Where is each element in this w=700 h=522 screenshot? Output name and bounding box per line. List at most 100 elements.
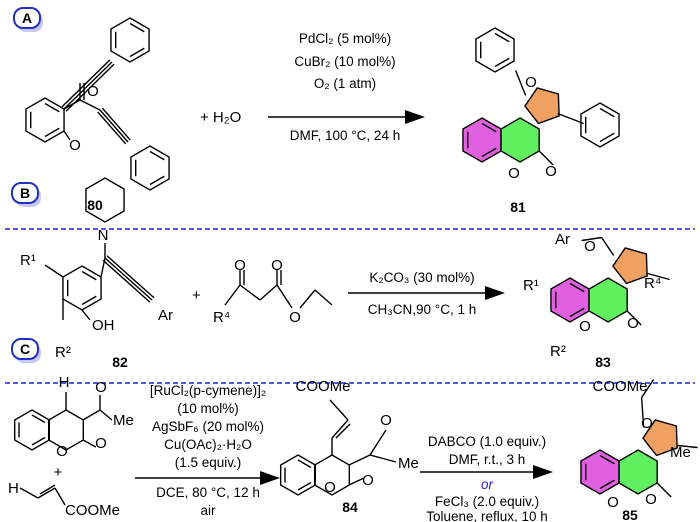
atom-n: N: [98, 227, 109, 244]
atom-me: Me: [398, 455, 419, 472]
furan-ring: [612, 247, 648, 285]
arrow-a: [268, 110, 425, 124]
condition: K₂CO₃ (30 mol%): [369, 270, 474, 285]
bond: [259, 284, 278, 301]
atom-o: O: [87, 83, 99, 100]
bond: [331, 419, 349, 439]
atom-ar: Ar: [158, 307, 173, 324]
atom-me: Me: [113, 412, 134, 429]
pyranone-ring: [618, 449, 658, 495]
condition: DCE, 80 °C, 12 h: [156, 485, 260, 500]
atom-coome: COOMe: [295, 378, 350, 395]
furan-ring: [642, 419, 678, 457]
double-bond: [129, 22, 145, 33]
atom-r1: R¹: [20, 252, 36, 269]
atom-o: O: [95, 379, 107, 396]
atom-o: O: [69, 137, 81, 154]
double-bond: [297, 481, 312, 491]
condition: DMF, r.t., 3 h: [449, 452, 526, 467]
plus-sign: +: [54, 464, 63, 481]
atom-ar: Ar: [555, 231, 570, 248]
atom-o: O: [362, 472, 374, 489]
benzene-ring: [550, 277, 590, 323]
double-bond: [481, 122, 497, 133]
condition: AgSbF₆ (20 mol%): [152, 419, 264, 434]
triple-bond: [104, 257, 153, 301]
double-bond: [297, 459, 312, 469]
atom-o: O: [645, 491, 657, 508]
svg-text:A: A: [22, 10, 32, 26]
pyranone-ring: [588, 277, 628, 323]
atom-o: O: [271, 257, 283, 274]
bond: [329, 399, 349, 421]
svg-text:C: C: [20, 341, 30, 357]
bond: [276, 284, 293, 309]
double-bond: [481, 147, 497, 158]
triple-bond: [65, 63, 115, 112]
triple-bond: [102, 259, 151, 303]
double-bond: [149, 175, 165, 186]
atom-r2: R²: [550, 343, 566, 360]
bond: [581, 236, 602, 242]
atom-o: O: [380, 412, 392, 429]
bond: [82, 409, 101, 421]
water-reagent: + H₂O: [200, 109, 241, 126]
piperidine-ring: [85, 177, 125, 223]
compound-number-82: 82: [112, 354, 128, 370]
double-bond: [599, 454, 615, 465]
condition: Cu(OAc)₂·H₂O: [164, 437, 252, 452]
bond: [224, 284, 241, 306]
plus-sign: +: [192, 287, 201, 304]
compound-number-80: 80: [87, 197, 103, 213]
double-bond: [149, 150, 165, 161]
bond: [82, 439, 97, 448]
benzene-ring: [130, 145, 170, 191]
bond: [44, 264, 64, 278]
atom-o: O: [545, 163, 557, 180]
arrow-c2: [420, 465, 553, 479]
bond: [39, 484, 56, 495]
atom-coome: COOMe: [65, 502, 120, 519]
condition: PdCl₂ (5 mol%): [299, 31, 391, 46]
bond: [640, 397, 645, 428]
triple-bond: [106, 255, 155, 299]
double-bond: [81, 270, 97, 281]
condition: O₂ (1 atm): [314, 76, 376, 91]
double-bond: [129, 47, 145, 58]
atom-r4: R⁴: [213, 309, 230, 326]
pyranone-ring: [500, 117, 540, 163]
bond: [63, 130, 71, 141]
atom-o: O: [607, 494, 619, 511]
benzene-ring: [279, 454, 317, 496]
bond: [314, 289, 333, 306]
double-bond: [31, 414, 46, 424]
carbonyl-bond: [656, 482, 672, 498]
benzene-ring: [580, 102, 620, 148]
bond: [348, 477, 365, 486]
triple-bond: [101, 107, 131, 141]
compound-number-84: 84: [342, 499, 358, 515]
bond: [514, 70, 527, 96]
compound-number-81: 81: [510, 199, 526, 215]
compound-number-85: 85: [622, 507, 638, 522]
atom-o: O: [56, 443, 68, 460]
double-bond: [44, 127, 60, 138]
arrow-b: [348, 286, 505, 300]
double-bond: [599, 132, 615, 143]
atom-r2: R²: [55, 344, 71, 361]
double-bond: [599, 479, 615, 490]
atom-me: Me: [670, 444, 691, 461]
condition: FeCl₃ (2.0 equiv.): [435, 494, 539, 509]
double-bond: [31, 436, 46, 446]
double-bond: [81, 295, 97, 306]
carbonyl-bond: [369, 429, 387, 456]
carbonyl-bond: [626, 310, 642, 326]
panel-badge-a: A: [13, 7, 43, 32]
condition: air: [200, 503, 216, 518]
condition: [RuCl₂(p-cymene)]₂: [150, 383, 266, 398]
bond: [37, 487, 56, 499]
condition: CH₃CN,90 °C, 1 h: [368, 302, 476, 317]
bond: [54, 487, 66, 506]
condition: DABCO (1.0 equiv.): [428, 434, 546, 449]
